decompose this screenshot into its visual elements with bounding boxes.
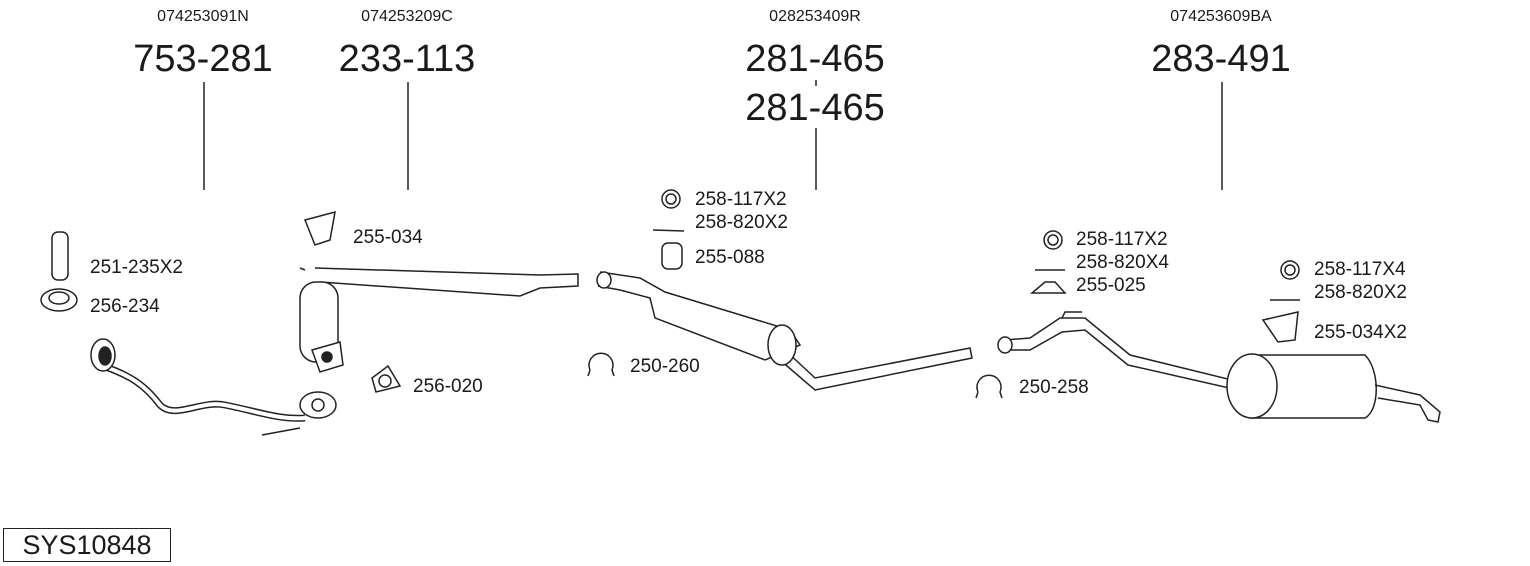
accessory-label[interactable]: 258-117X2 <box>1076 229 1168 250</box>
small-parts-icons <box>40 189 1300 399</box>
accessory-label[interactable]: 251-235X2 <box>90 257 183 278</box>
part-number[interactable]: 281-465 <box>745 87 885 129</box>
oe-number: 074253609BA <box>1170 8 1272 25</box>
front-pipe-drawing <box>90 338 337 436</box>
accessory-label[interactable]: 255-034 <box>353 227 423 248</box>
accessory-label[interactable]: 255-034X2 <box>1314 322 1407 343</box>
accessory-label[interactable]: 256-234 <box>90 296 160 317</box>
accessory-label[interactable]: 255-025 <box>1076 275 1146 296</box>
accessory-label[interactable]: 250-258 <box>1019 377 1089 398</box>
accessory-label[interactable]: 258-820X2 <box>695 212 788 233</box>
catalytic-converter-drawing <box>299 267 579 373</box>
accessory-label[interactable]: 258-117X4 <box>1314 259 1406 280</box>
accessory-label[interactable]: 258-820X4 <box>1076 252 1169 273</box>
system-id-box: SYS10848 <box>3 528 171 562</box>
part-number[interactable]: 233-113 <box>338 38 476 80</box>
oe-number: 074253091N <box>157 8 249 25</box>
oe-number: 074253209C <box>361 8 453 25</box>
part-number[interactable]: 753-281 <box>133 38 273 80</box>
accessory-label[interactable]: 258-820X2 <box>1314 282 1407 303</box>
accessory-label[interactable]: 250-260 <box>630 356 700 377</box>
middle-silencer-drawing <box>596 271 973 391</box>
accessory-label[interactable]: 258-117X2 <box>695 189 787 210</box>
part-number[interactable]: 281-465 <box>745 38 885 80</box>
accessory-label[interactable]: 256-020 <box>413 376 483 397</box>
accessory-label[interactable]: 255-088 <box>695 247 765 268</box>
part-number[interactable]: 283-491 <box>1151 38 1291 80</box>
oe-number: 028253409R <box>769 8 861 25</box>
rear-silencer-drawing <box>997 311 1441 423</box>
